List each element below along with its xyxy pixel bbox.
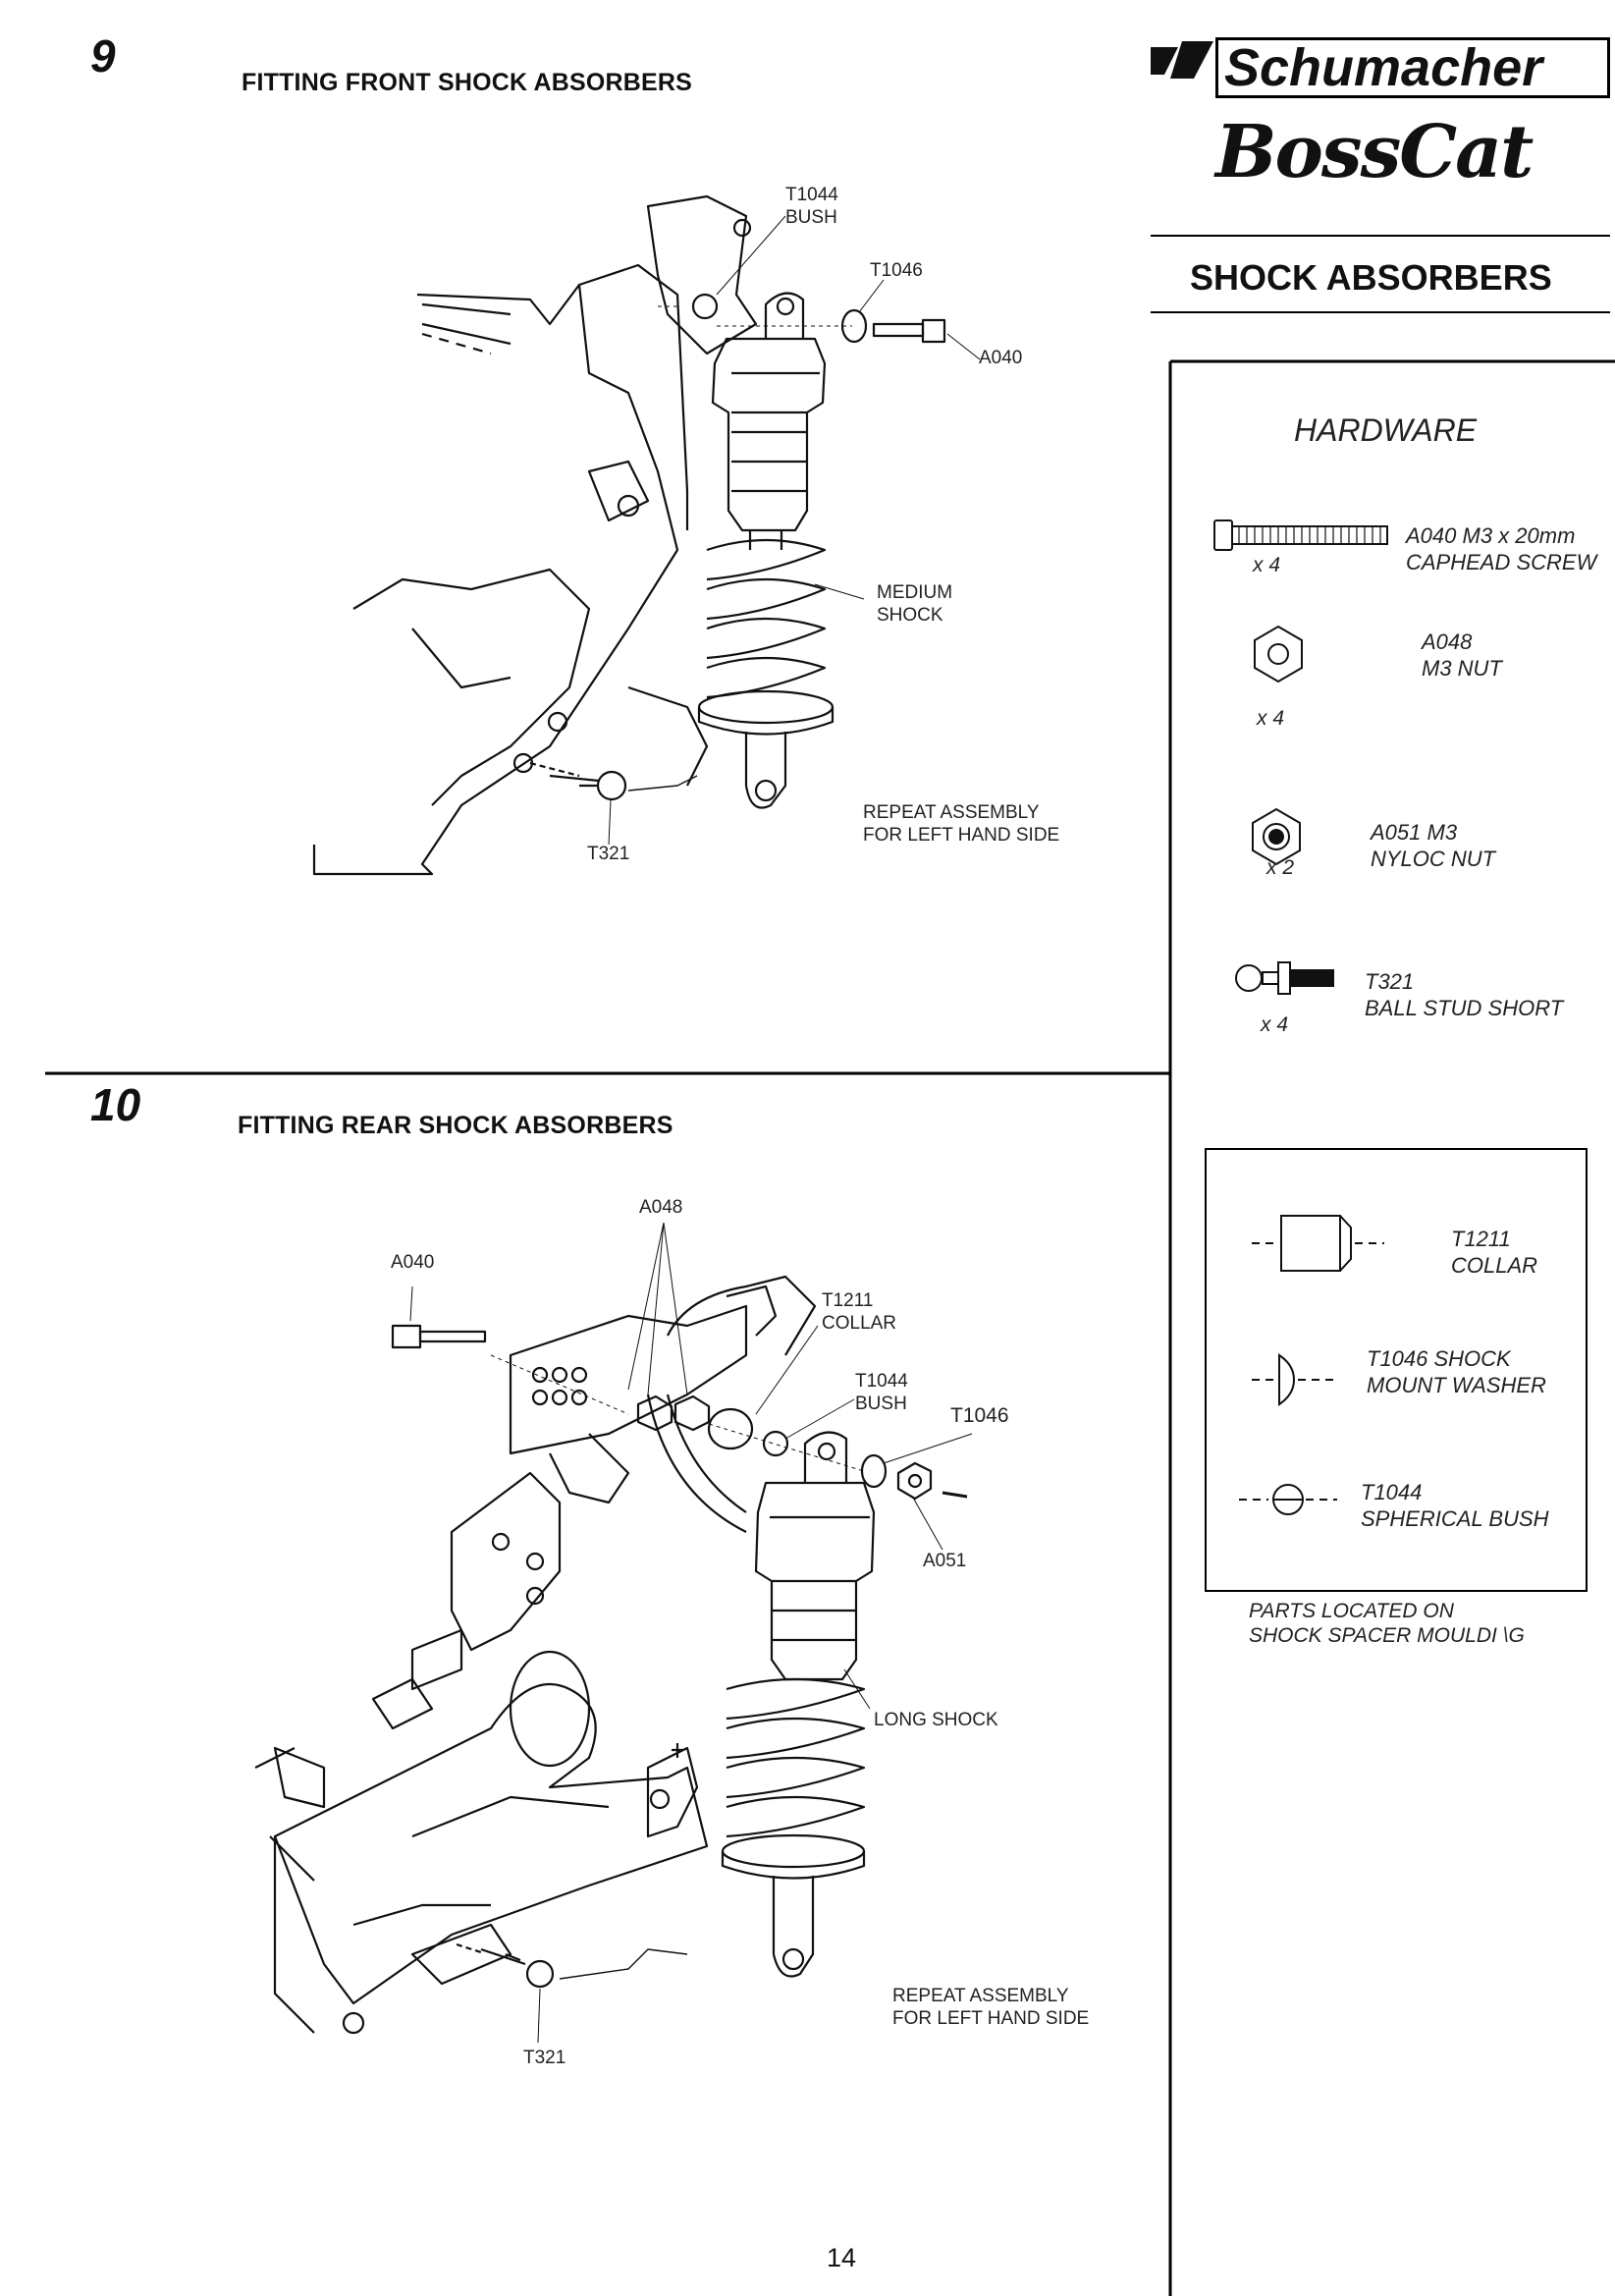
callout-t321: T321 [523,2048,566,2068]
hex-nut-icon [1254,625,1303,683]
repeat-note: REPEAT ASSEMBLY FOR LEFT HAND SIDE [863,802,1060,846]
spacer-part-label: T1211 COLLAR [1451,1227,1538,1278]
hardware-label: A048 M3 NUT [1422,629,1502,681]
callout-a051: A051 [923,1551,967,1571]
callout-medium-shock: MEDIUM SHOCK [877,582,953,626]
spacer-parts-note: PARTS LOCATED ON SHOCK SPACER MOULDI \G [1249,1600,1525,1647]
page-number: 14 [827,2243,857,2272]
callout-long-shock: LONG SHOCK [874,1710,998,1730]
callout-t1046: T1046 [870,260,923,281]
model-logo: BossCat [1215,110,1534,194]
spacer-part-label: T1044 SPHERICAL BUSH [1361,1480,1549,1531]
callout-a048: A048 [639,1197,683,1218]
spacer-part-label: T1046 SHOCK MOUNT WASHER [1367,1346,1546,1397]
hardware-label: A051 M3 NYLOC NUT [1371,820,1496,871]
hardware-qty: x 4 [1257,707,1285,730]
hardware-qty: x 2 [1266,856,1295,879]
section-title: SHOCK ABSORBERS [1190,257,1552,298]
hardware-qty: x 4 [1253,554,1281,576]
callout-t1044-bush: T1044 BUSH [785,185,838,228]
ball-stud-icon [1235,961,1334,995]
hardware-qty: x 4 [1261,1013,1289,1036]
step-title: FITTING REAR SHOCK ABSORBERS [238,1112,673,1139]
nyloc-nut-icon [1252,807,1301,866]
hardware-label: T321 BALL STUD SHORT [1365,969,1564,1020]
callout-t321: T321 [587,844,630,864]
hardware-heading: HARDWARE [1294,412,1478,448]
spacer-parts-box [1205,1148,1588,1592]
callout-t1044-bush: T1044 BUSH [855,1371,908,1414]
callout-a040: A040 [979,348,1023,368]
collar-icon [1252,1215,1384,1272]
front-shock-diagram [312,194,981,876]
step-number: 9 [90,30,116,82]
schumacher-logo-mark [1151,41,1213,79]
callout-a040: A040 [391,1252,435,1273]
rear-shock-diagram [254,1222,973,2044]
repeat-note: REPEAT ASSEMBLY FOR LEFT HAND SIDE [892,1986,1090,2029]
brand-logo: Schumacher [1215,37,1610,98]
step-number: 10 [90,1079,141,1130]
hardware-label: A040 M3 x 20mm CAPHEAD SCREW [1406,523,1597,574]
spherical-bush-icon [1239,1484,1337,1515]
callout-t1211-collar: T1211 COLLAR [822,1290,897,1334]
shock-mount-washer-icon [1252,1353,1333,1406]
caphead-screw-icon [1213,519,1388,551]
step-title: FITTING FRONT SHOCK ABSORBERS [242,69,693,96]
callout-t1046: T1046 [950,1404,1009,1427]
